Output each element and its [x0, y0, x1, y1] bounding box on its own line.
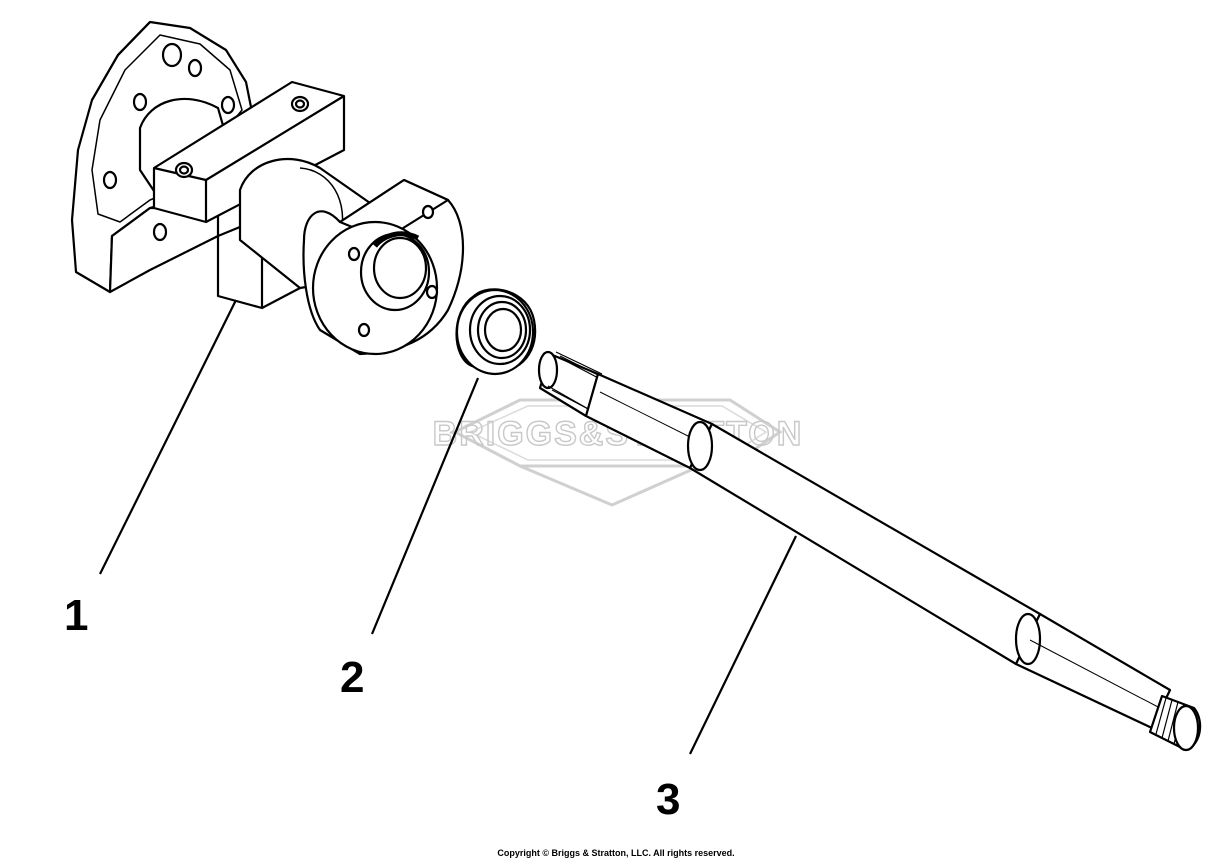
callout-number-2: 2	[340, 653, 365, 702]
part-3-axle-shaft	[537, 350, 1202, 752]
leader-line-2	[370, 377, 480, 635]
callout-number-3: 3	[656, 775, 681, 824]
leader-line-3	[689, 535, 797, 755]
part-2-bearing	[455, 288, 537, 376]
callout-number-1: 1	[64, 591, 89, 640]
part-1-housing	[70, 20, 465, 356]
leader-line-1	[99, 299, 237, 575]
copyright-notice: Copyright © Briggs & Stratton, LLC. All …	[497, 848, 735, 858]
